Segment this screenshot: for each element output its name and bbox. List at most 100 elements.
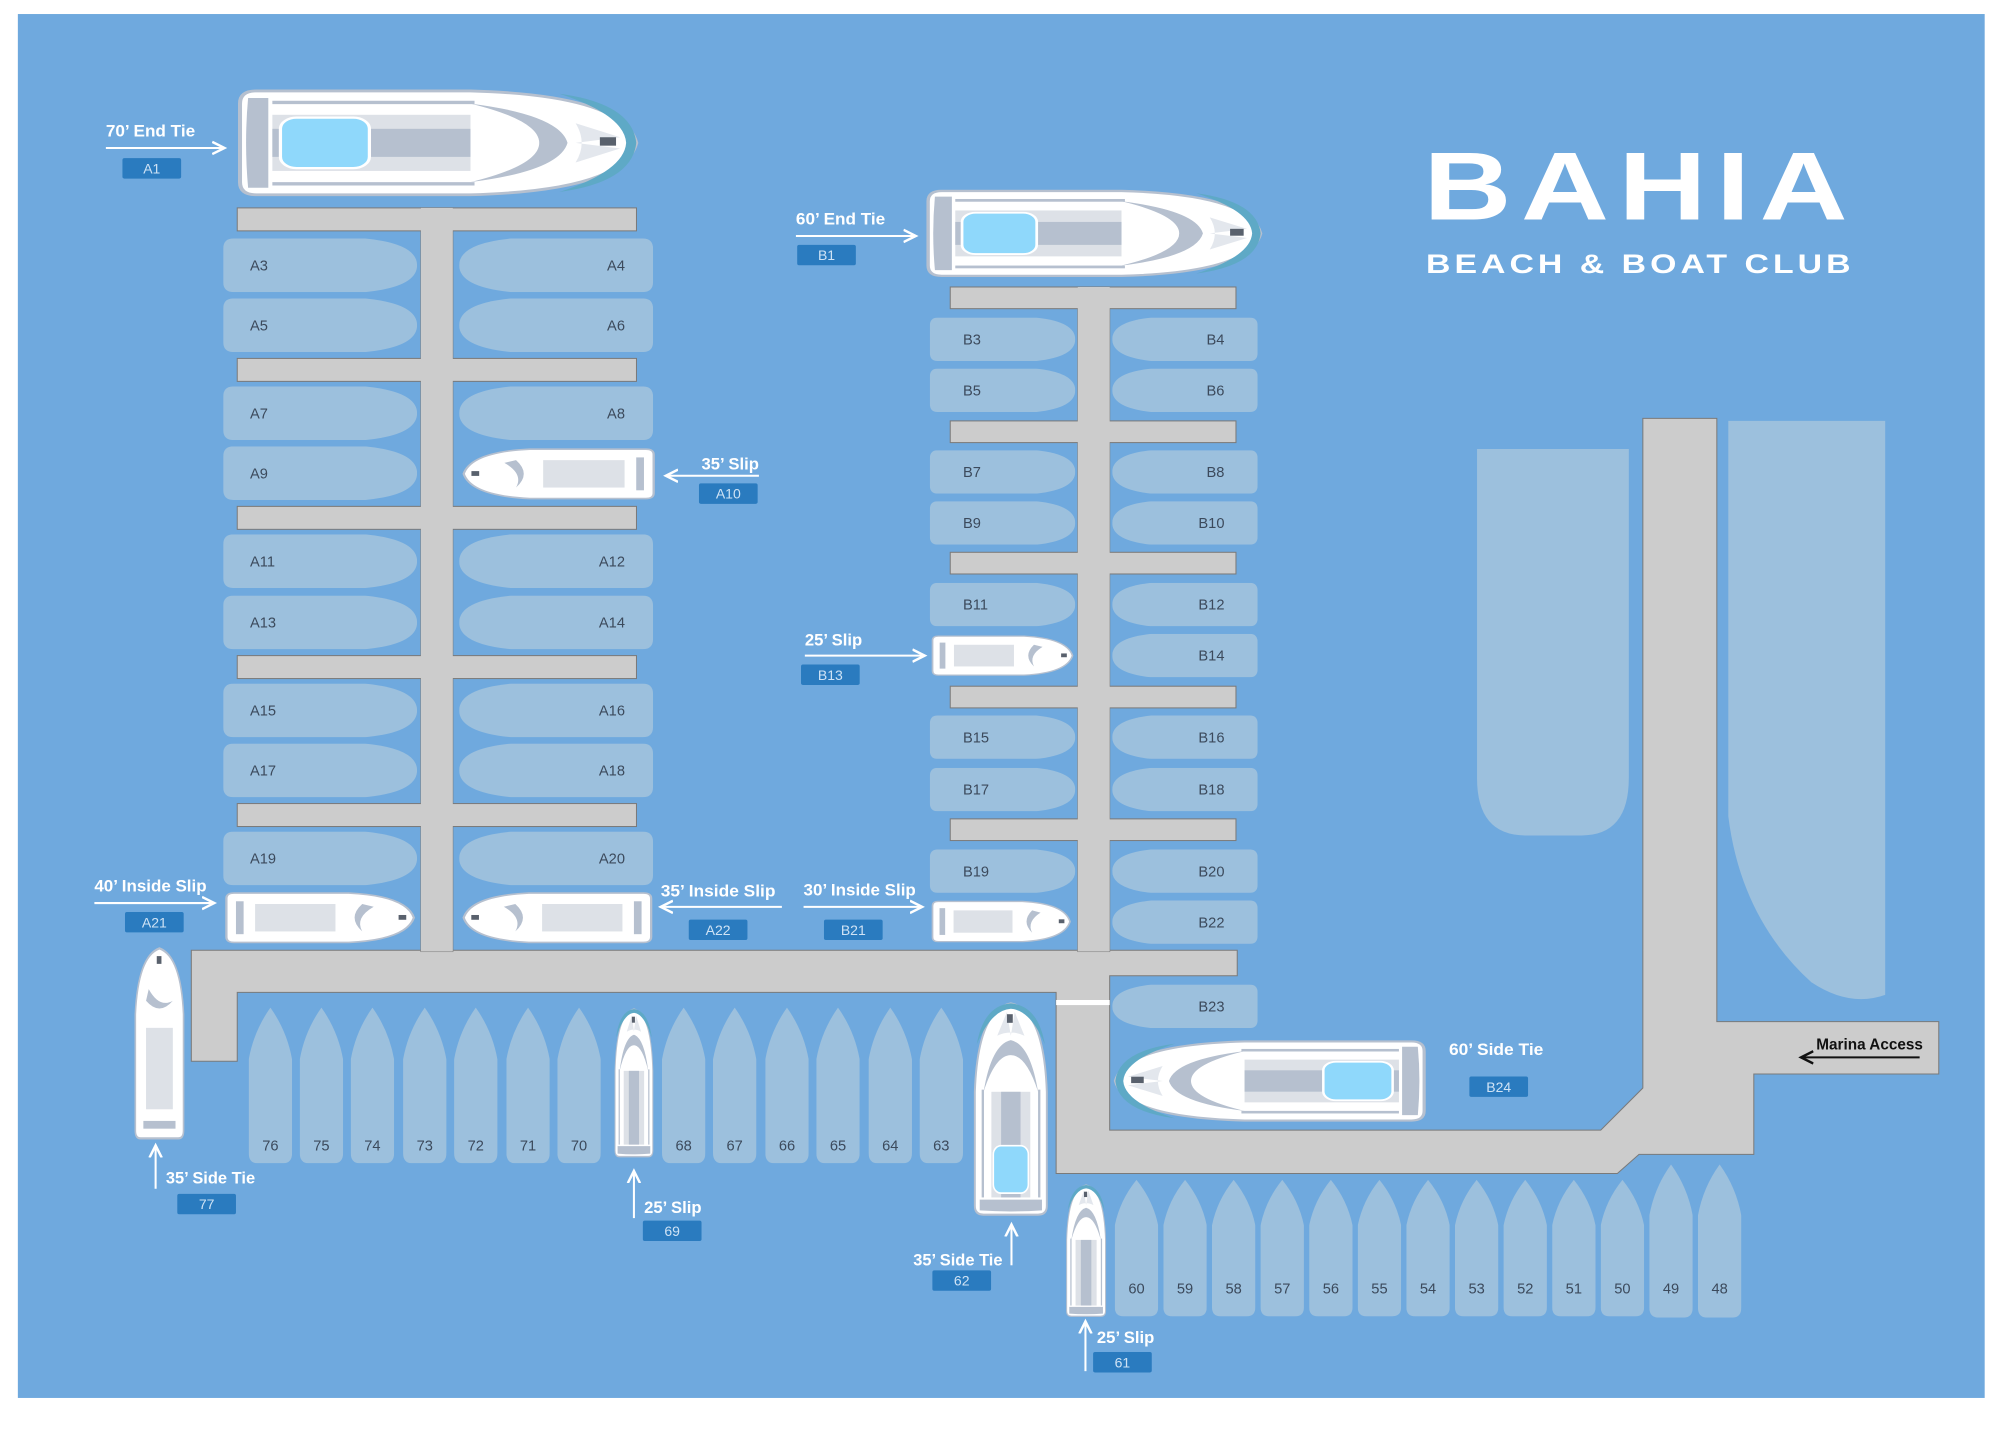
boat-62[interactable] — [975, 1003, 1047, 1214]
slip[interactable]: 56 — [1309, 1179, 1353, 1317]
slip[interactable]: B9 — [929, 501, 1076, 545]
slip[interactable]: B3 — [929, 317, 1076, 361]
slip[interactable]: A15 — [223, 683, 418, 738]
slip-badge — [642, 1220, 702, 1242]
slip[interactable]: A9 — [223, 446, 418, 500]
slip-badge-label: B24 — [1486, 1079, 1511, 1095]
slip[interactable]: 52 — [1503, 1179, 1547, 1317]
slip[interactable]: B12 — [1112, 582, 1258, 627]
slip[interactable]: B5 — [929, 368, 1076, 412]
slip[interactable]: B11 — [929, 582, 1076, 627]
slip[interactable]: 60 — [1114, 1179, 1159, 1317]
slip-shape — [1112, 501, 1258, 545]
slip[interactable]: 74 — [350, 1007, 395, 1164]
slip[interactable]: B4 — [1112, 317, 1258, 361]
slip[interactable]: A6 — [459, 298, 654, 353]
boat-a21[interactable] — [225, 891, 416, 944]
slip[interactable]: 65 — [816, 1007, 860, 1164]
boat-a1[interactable] — [240, 91, 636, 195]
slip-label: A18 — [599, 764, 625, 780]
slip[interactable]: 75 — [299, 1007, 344, 1164]
slip[interactable]: B23 — [1112, 984, 1258, 1029]
slip[interactable]: 66 — [765, 1007, 809, 1164]
slip[interactable]: 70 — [557, 1007, 601, 1164]
boat-a10[interactable] — [462, 448, 655, 500]
slip[interactable]: 53 — [1454, 1179, 1499, 1317]
slip-shape — [929, 715, 1076, 759]
boat-a22[interactable] — [462, 891, 653, 944]
slip-shape — [1112, 317, 1258, 361]
slip[interactable]: A20 — [459, 831, 654, 886]
slip[interactable]: A4 — [459, 238, 654, 293]
slip[interactable]: 58 — [1211, 1179, 1256, 1317]
slip[interactable]: 73 — [403, 1007, 447, 1164]
slip[interactable]: 67 — [713, 1007, 757, 1164]
slip-shape — [929, 501, 1076, 545]
slip[interactable]: 54 — [1406, 1179, 1450, 1317]
slip[interactable]: B16 — [1112, 715, 1258, 759]
slip[interactable]: A7 — [223, 386, 418, 441]
slip-shape — [929, 368, 1076, 412]
slip[interactable]: 48 — [1697, 1164, 1742, 1318]
slip[interactable]: 49 — [1649, 1164, 1693, 1318]
slip-label: 67 — [727, 1139, 743, 1155]
slip[interactable]: 63 — [919, 1007, 964, 1164]
slip[interactable]: B15 — [929, 715, 1076, 759]
boat-b1[interactable] — [928, 191, 1260, 276]
slip-badge — [122, 158, 182, 179]
slip[interactable]: A18 — [459, 743, 654, 798]
boat-b21[interactable] — [931, 900, 1071, 943]
slip[interactable]: B19 — [929, 849, 1076, 893]
slip[interactable]: B22 — [1112, 900, 1258, 944]
slip[interactable]: A3 — [223, 238, 418, 293]
slip[interactable]: B17 — [929, 767, 1076, 812]
slip[interactable]: A5 — [223, 298, 418, 353]
slip[interactable]: A13 — [223, 595, 418, 650]
slip[interactable]: A12 — [459, 534, 654, 589]
slip[interactable]: 51 — [1552, 1179, 1596, 1317]
slip[interactable]: A14 — [459, 595, 654, 650]
slip[interactable]: B20 — [1112, 849, 1258, 893]
slip[interactable]: 64 — [868, 1007, 912, 1164]
marina-access[interactable]: Marina Access — [1801, 1037, 1923, 1058]
boat-b13[interactable] — [931, 635, 1074, 676]
slip-shape — [929, 767, 1076, 812]
slip-label: B4 — [1207, 332, 1225, 348]
boat-b24[interactable] — [1115, 1041, 1424, 1120]
slip[interactable]: 59 — [1163, 1179, 1207, 1317]
slip[interactable]: B14 — [1112, 633, 1258, 678]
slip[interactable]: B8 — [1112, 450, 1258, 494]
slip[interactable]: 76 — [248, 1007, 293, 1164]
slip[interactable]: B18 — [1112, 767, 1258, 812]
slip[interactable]: A11 — [223, 534, 418, 589]
slip[interactable]: A8 — [459, 386, 654, 441]
boat-69[interactable] — [614, 1008, 654, 1158]
slip[interactable]: B10 — [1112, 501, 1258, 545]
slip[interactable]: 68 — [661, 1007, 706, 1164]
slip[interactable]: A16 — [459, 683, 654, 738]
slip[interactable]: A17 — [223, 743, 418, 798]
slip[interactable]: 50 — [1600, 1179, 1645, 1317]
slip-label: 64 — [882, 1139, 898, 1155]
slip[interactable]: 71 — [506, 1007, 550, 1164]
slip[interactable]: 72 — [454, 1007, 498, 1164]
boat-61[interactable] — [1065, 1184, 1107, 1317]
slip[interactable]: 55 — [1357, 1179, 1402, 1317]
slip[interactable]: A19 — [223, 831, 418, 886]
slip[interactable]: B7 — [929, 450, 1076, 494]
boat-77[interactable] — [134, 947, 185, 1140]
slip[interactable]: 57 — [1260, 1179, 1304, 1317]
slip[interactable]: B6 — [1112, 368, 1258, 412]
